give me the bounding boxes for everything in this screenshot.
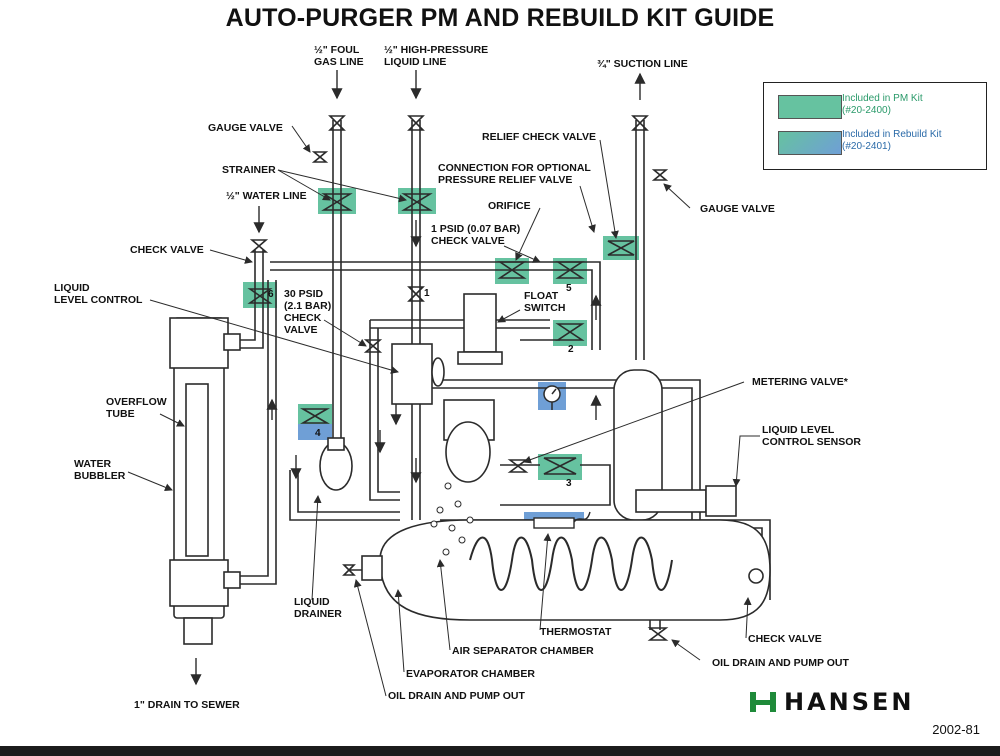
valve-number-6: 6 xyxy=(268,289,274,300)
leader-lines xyxy=(127,125,760,697)
bubbler-drain xyxy=(183,617,213,645)
label-check-valve-bottom: CHECK VALVE xyxy=(748,633,822,645)
label-relief-check: RELIEF CHECK VALVE xyxy=(482,131,596,143)
valve-hp-top xyxy=(407,115,425,131)
valve-gauge-left xyxy=(311,151,329,163)
label-orifice: ORIFICE xyxy=(488,200,531,212)
valve-3 xyxy=(543,457,577,475)
gauge-icon xyxy=(543,385,561,410)
valve-number-3: 3 xyxy=(566,478,572,489)
bottom-bar xyxy=(0,746,1000,756)
brand-name: HANSEN xyxy=(784,688,915,716)
valves xyxy=(247,115,669,641)
components xyxy=(169,293,771,645)
page-title: AUTO-PURGER PM AND REBUILD KIT GUIDE xyxy=(225,4,775,32)
label-gauge-valve-right: GAUGE VALVE xyxy=(700,203,775,215)
bubbler-bottom-cap xyxy=(169,559,229,607)
valve-relief xyxy=(607,240,635,256)
label-air-separator: AIR SEPARATOR CHAMBER xyxy=(452,645,594,657)
valve-30psid xyxy=(363,339,383,353)
label-thermostat: THERMOSTAT xyxy=(540,626,612,638)
label-drain-sewer: 1" DRAIN TO SEWER xyxy=(134,699,240,711)
label-overflow: OVERFLOW TUBE xyxy=(106,396,167,420)
strainer-foul xyxy=(321,193,353,211)
legend-rebuild-swatch xyxy=(778,131,842,155)
thermostat-icon xyxy=(533,511,591,529)
label-metering-valve: METERING VALVE* xyxy=(752,376,848,388)
label-connection-optional: CONNECTION FOR OPTIONAL PRESSURE RELIEF … xyxy=(438,162,591,186)
label-water-bubbler: WATER BUBBLER xyxy=(74,458,126,482)
strainer-hp xyxy=(401,193,433,211)
valve-5 xyxy=(555,261,585,279)
valve-suction-top xyxy=(631,115,649,131)
label-evaporator: EVAPORATOR CHAMBER xyxy=(406,668,535,680)
metering-valve xyxy=(507,459,529,473)
bubbler-port xyxy=(223,333,241,351)
liquid-drainer-cap xyxy=(327,437,345,451)
valve-orifice xyxy=(497,261,527,279)
label-foul-gas: ½" FOUL GAS LINE xyxy=(314,44,364,68)
label-oil-drain-bottom: OIL DRAIN AND PUMP OUT xyxy=(388,690,525,702)
bubbles xyxy=(430,482,474,556)
valve-gauge-right xyxy=(651,169,669,181)
evaporator-coil xyxy=(469,536,673,591)
label-liquid-drainer: LIQUID DRAINER xyxy=(294,596,342,620)
valve-foul-top xyxy=(328,115,346,131)
legend-rebuild-text: Included in Rebuild Kit (#20-2401) xyxy=(842,129,942,152)
float-bulb xyxy=(445,421,491,483)
label-oil-drain-right: OIL DRAIN AND PUMP OUT xyxy=(712,657,849,669)
bubbler-port-2 xyxy=(223,571,241,589)
overflow-tube xyxy=(185,383,209,557)
label-strainer: STRAINER xyxy=(222,164,276,176)
label-check-valve-left: CHECK VALVE xyxy=(130,244,204,256)
valve-2 xyxy=(555,323,585,341)
valve4-rebuild-highlight xyxy=(298,424,332,440)
valve-1 xyxy=(407,286,425,302)
valve-6 xyxy=(247,288,273,304)
label-suction: ¾" SUCTION LINE xyxy=(597,58,688,70)
label-check-1psid: 1 PSID (0.07 BAR) CHECK VALVE xyxy=(431,223,521,247)
valve-check-bottom xyxy=(647,627,669,641)
valve-number-1: 1 xyxy=(424,288,430,299)
legend-pm-kit: Included in PM Kit (#20-2400) xyxy=(778,91,978,123)
label-float-switch: FLOAT SWITCH xyxy=(524,290,566,314)
evaporator-end-left xyxy=(361,555,383,581)
valve-number-5: 5 xyxy=(566,283,572,294)
legend-pm-text: Included in PM Kit (#20-2400) xyxy=(842,93,923,116)
level-control-lens xyxy=(431,357,445,387)
label-high-pressure: ½" HIGH-PRESSURE LIQUID LINE xyxy=(384,44,489,68)
float-switch-base xyxy=(457,351,503,365)
valve-number-2: 2 xyxy=(568,344,574,355)
bubbler-top-cap xyxy=(169,317,229,369)
legend-pm-swatch xyxy=(778,95,842,119)
evaporator-shell xyxy=(379,519,771,621)
label-gauge-valve-left: GAUGE VALVE xyxy=(208,122,283,134)
hansen-logo-icon xyxy=(750,692,776,712)
valve-4 xyxy=(300,408,330,424)
level-sensor-head xyxy=(705,485,737,517)
document-number: 2002-81 xyxy=(932,722,980,737)
float-switch-body xyxy=(463,293,497,353)
level-control-body xyxy=(391,343,433,405)
valve-number-4: 4 xyxy=(315,428,321,439)
valve-water xyxy=(249,239,269,253)
legend-rebuild-kit: Included in Rebuild Kit (#20-2401) xyxy=(778,127,978,159)
label-30psid: 30 PSID (2.1 BAR) CHECK VALVE xyxy=(284,288,332,336)
oil-drain-right-fitting xyxy=(748,568,764,584)
label-liquid-level-control: LIQUID LEVEL CONTROL xyxy=(54,282,143,306)
level-sensor xyxy=(635,489,707,513)
hansen-brand: HANSEN xyxy=(750,688,975,718)
legend: Included in PM Kit (#20-2400) Included i… xyxy=(763,82,987,170)
valve-oil-left xyxy=(342,564,356,576)
label-level-sensor: LIQUID LEVEL CONTROL SENSOR xyxy=(762,424,861,448)
label-water-line: ½" WATER LINE xyxy=(226,190,307,202)
